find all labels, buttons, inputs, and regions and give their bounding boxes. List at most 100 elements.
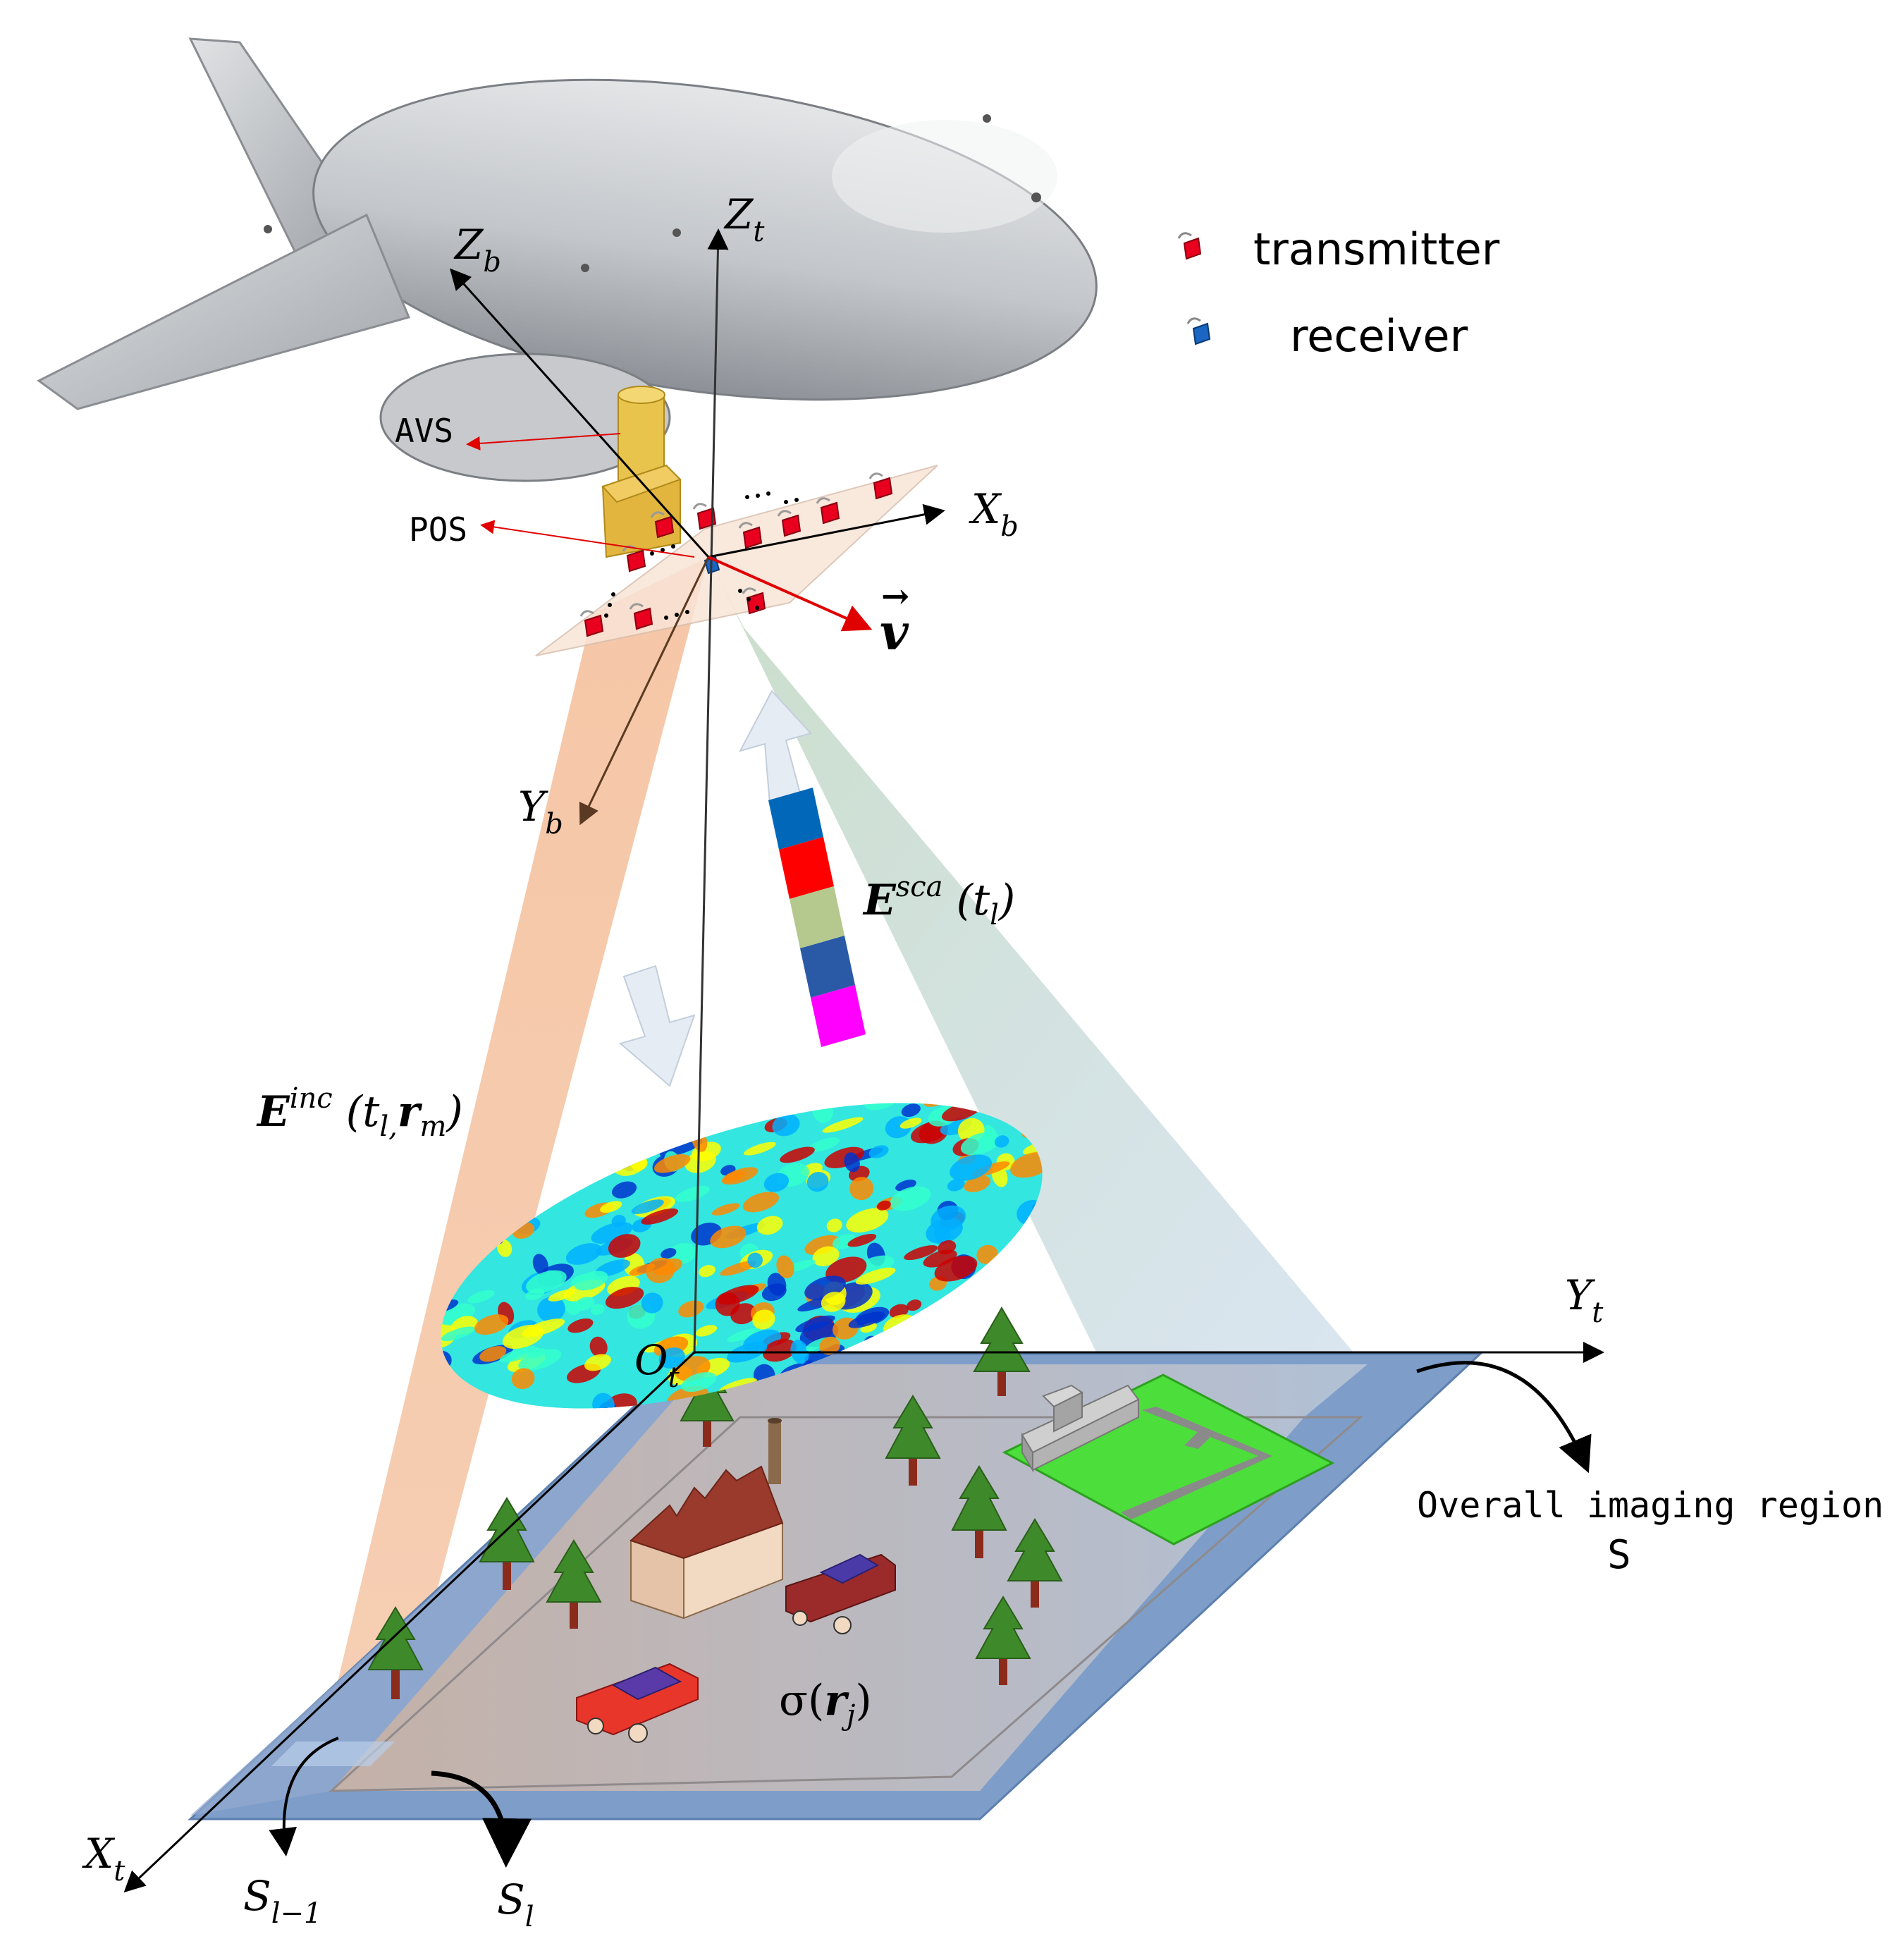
pattern-speckle <box>795 1315 835 1333</box>
pattern-speckle <box>575 1297 595 1311</box>
hangar-building <box>1021 1384 1140 1473</box>
transmitter-element <box>654 515 675 539</box>
pattern-speckle <box>653 1154 691 1173</box>
pattern-speckle <box>414 1158 457 1182</box>
pattern-speckle <box>699 1265 715 1278</box>
legend-icons <box>1177 232 1211 345</box>
airship-side-fin <box>37 213 411 410</box>
signal-block <box>779 837 834 899</box>
x-b-axis-label: Xb <box>971 485 1019 543</box>
pattern-speckle <box>923 1249 957 1268</box>
pattern-speckle <box>844 1152 860 1173</box>
pattern-speckle <box>756 1216 783 1235</box>
pattern-speckle <box>658 1347 685 1369</box>
z-b-axis-label: Zb <box>455 221 501 279</box>
pattern-speckle <box>637 1130 658 1141</box>
pattern-speckle <box>855 1267 896 1285</box>
signal-block <box>768 788 823 850</box>
avs-pointer <box>466 433 621 451</box>
pattern-speckle <box>763 1173 790 1192</box>
pattern-speckle <box>976 1244 998 1264</box>
pattern-speckle <box>608 1234 641 1258</box>
pattern-speckle <box>711 1203 740 1216</box>
signal-block <box>811 985 866 1047</box>
echo-signal-blocks <box>768 788 866 1047</box>
tree <box>975 1596 1031 1685</box>
s-curr-arrow <box>431 1770 532 1868</box>
pattern-speckle <box>675 1185 710 1202</box>
pattern-speckle <box>474 1314 509 1335</box>
pattern-speckle <box>966 1291 990 1309</box>
transmitter-element <box>781 514 801 537</box>
pattern-speckle <box>930 1205 966 1232</box>
pattern-speckle <box>641 1292 663 1314</box>
pattern-speckle <box>822 1117 864 1133</box>
transmitter-element-cap <box>629 603 644 610</box>
pattern-speckle <box>726 1327 763 1342</box>
pattern-speckle <box>846 1208 889 1233</box>
pattern-speckle <box>589 1336 608 1357</box>
legend-receiver-label: receiver <box>1290 310 1468 362</box>
pattern-speckle <box>681 1372 717 1393</box>
pattern-speckle <box>672 1117 697 1132</box>
transmitter-element-cap <box>816 497 830 504</box>
airship-illustration <box>37 37 1098 482</box>
airfield <box>1002 1373 1335 1546</box>
airship-sensor-dot <box>581 264 589 272</box>
axes <box>123 228 1604 1893</box>
pattern-speckle <box>809 1137 840 1152</box>
signal-block <box>800 936 855 998</box>
pattern-speckle <box>415 1260 434 1279</box>
incident-arrow <box>618 965 696 1087</box>
car-maroon <box>785 1553 896 1634</box>
pos-pointer <box>480 520 695 558</box>
airship-sensor-dot <box>1031 192 1041 202</box>
overall-region-label: Overall imaging region <box>1417 1485 1884 1526</box>
pattern-speckle <box>525 1288 545 1300</box>
runway <box>1121 1407 1272 1519</box>
pattern-speckle <box>806 1172 829 1192</box>
pattern-speckle <box>426 1145 462 1162</box>
velocity-label: →v <box>880 577 910 661</box>
y-t-axis-label: Yt <box>1565 1271 1604 1329</box>
avs-label: AVS <box>395 412 454 450</box>
pattern-speckle <box>526 1270 567 1294</box>
pattern-speckle <box>715 1292 740 1316</box>
transmitter-element <box>820 501 840 525</box>
pattern-speckle <box>960 1132 1000 1156</box>
signal-block <box>790 886 844 948</box>
sigma-label: σ(rj) <box>779 1676 872 1732</box>
pattern-speckle <box>497 1240 512 1257</box>
pattern-speckle <box>678 1300 704 1318</box>
pattern-speckle <box>695 1325 718 1337</box>
pattern-speckle <box>776 1255 794 1279</box>
pattern-speckle <box>567 1318 594 1333</box>
pattern-speckle <box>994 1135 1009 1148</box>
scatter-arrow <box>739 690 812 805</box>
transmitter-element-cap <box>738 522 753 529</box>
s-prev-label: Sl−1 <box>243 1872 322 1930</box>
origin-o-t-label: Ot <box>634 1336 680 1394</box>
pattern-speckle <box>612 1181 637 1199</box>
transmitter-element <box>742 526 763 549</box>
airship-nose-highlight <box>832 120 1057 233</box>
transmitter-element-cap <box>692 503 707 510</box>
pattern-speckle <box>1014 1312 1052 1329</box>
transmitter-element-cap <box>868 472 883 479</box>
airship-sensor-dot <box>672 228 681 237</box>
array-plate <box>535 465 938 656</box>
pattern-speckle <box>641 1208 679 1225</box>
receiver-icon <box>1186 317 1211 345</box>
x-t-axis <box>123 1351 696 1893</box>
transmitter-element-cap <box>777 510 792 517</box>
airship-sensor-dot <box>264 225 272 233</box>
pattern-speckle <box>890 1186 931 1211</box>
factory <box>629 1418 784 1620</box>
pattern-speckle <box>502 1324 544 1350</box>
pattern-speckle <box>724 1170 746 1182</box>
pattern-speckle <box>631 1199 664 1214</box>
pattern-speckle <box>584 1354 612 1371</box>
transmitter-element <box>584 614 604 637</box>
pattern-speckle <box>767 1273 787 1296</box>
x-t-axis-label: Xt <box>85 1830 125 1887</box>
